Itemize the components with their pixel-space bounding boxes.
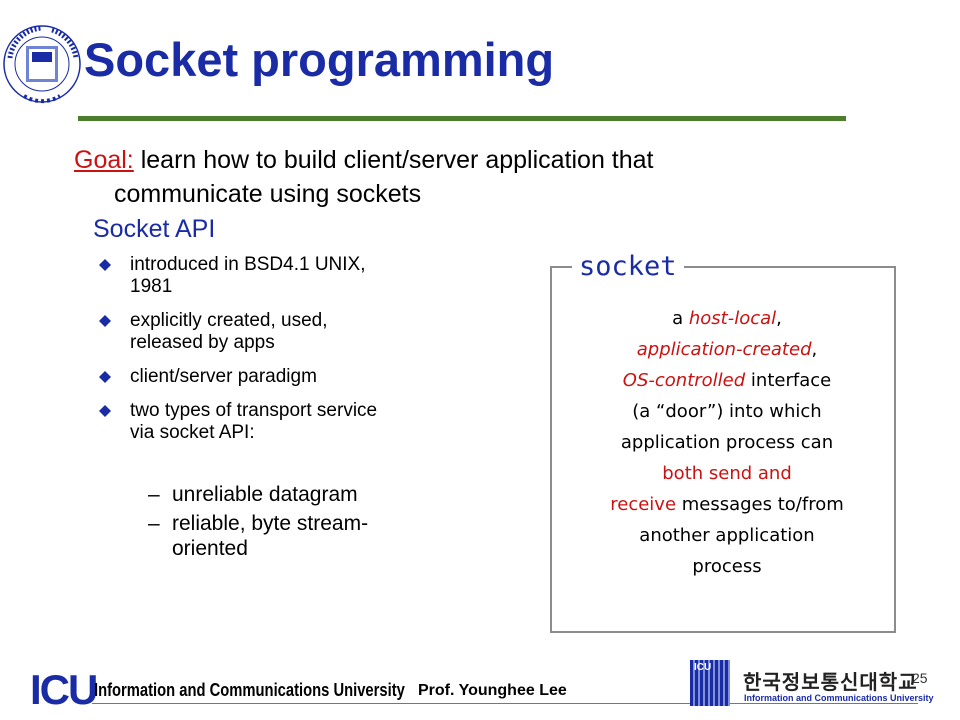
professor-name: Prof. Younghee Lee [418, 682, 567, 699]
icu-emblem-icon: ICU [690, 660, 730, 706]
footer-divider [92, 703, 918, 704]
definition-line: (a “door”) into which [632, 401, 822, 422]
definition-line: application process can [620, 432, 834, 453]
definition-fragment: interface [745, 370, 832, 391]
goal-paragraph: Goal: learn how to build client/server a… [74, 143, 854, 211]
bullet-text: 1981 [130, 276, 173, 297]
definition-line: application-created, [552, 334, 902, 365]
definition-line: OS-controlled interface [552, 365, 902, 396]
bullet-item: client/server paradigm [96, 366, 496, 388]
definition-line: a host-local, [552, 303, 902, 334]
sub-bullet-text: oriented [172, 537, 248, 560]
definition-fragment: messages to/from [676, 494, 844, 515]
bullet-text: client/server paradigm [130, 366, 317, 387]
diamond-bullet-icon [98, 404, 112, 418]
sub-bullet-item: – reliable, byte stream- oriented [148, 511, 468, 561]
bullet-text: explicitly created, used, [130, 310, 328, 331]
definition-highlight: host-local [688, 308, 777, 329]
definition-highlight: application-created [636, 339, 812, 360]
dash-marker: – [148, 483, 160, 506]
bullet-item: explicitly created, used, released by ap… [96, 310, 496, 354]
bullet-item: two types of transport service via socke… [96, 400, 496, 444]
dash-marker: – [148, 512, 160, 535]
sub-bullet-text: reliable, byte stream- [172, 512, 369, 535]
sub-bullet-item: – unreliable datagram [148, 482, 468, 507]
definition-fragment: a [672, 308, 689, 329]
definition-fragment: , [776, 308, 782, 329]
bullet-text: via socket API: [130, 422, 255, 443]
definition-highlight: OS-controlled [622, 370, 746, 391]
definition-line: receive messages to/from [552, 489, 902, 520]
goal-text-line-1: learn how to build client/server applica… [133, 146, 654, 174]
diamond-bullet-icon [98, 370, 112, 384]
sub-bullet-text: unreliable datagram [172, 483, 358, 506]
university-seal-logo [3, 25, 81, 104]
slide-title: Socket programming [84, 33, 555, 86]
goal-text-line-2: communicate using sockets [114, 180, 422, 208]
icu-logo: ICU [30, 666, 98, 713]
socket-box-legend: socket [572, 248, 684, 286]
definition-line: another application [639, 525, 815, 546]
socket-definition-box [550, 266, 896, 633]
right-logo: ICU [690, 660, 926, 708]
definition-fragment: , [811, 339, 818, 360]
korean-logo-subtitle: Information and Communications Universit… [744, 693, 934, 703]
bullet-text: released by apps [130, 332, 275, 353]
title-divider [78, 116, 846, 121]
bullet-text: two types of transport service [130, 400, 378, 421]
diamond-bullet-icon [98, 314, 112, 328]
icu-emblem-text: ICU [694, 662, 712, 673]
korean-university-name: 한국정보통신대학교 [743, 670, 918, 694]
socket-api-heading: Socket API [93, 215, 216, 243]
goal-label: Goal: [74, 146, 134, 174]
diamond-bullet-icon [98, 258, 112, 272]
bullet-item: introduced in BSD4.1 UNIX, 1981 [96, 254, 496, 298]
definition-line: both send and [662, 463, 792, 484]
sub-bullet-list: – unreliable datagram – reliable, byte s… [148, 482, 468, 565]
definition-highlight: receive [610, 494, 677, 515]
bullet-text: introduced in BSD4.1 UNIX, [130, 254, 366, 275]
definition-line: process [692, 556, 762, 577]
socket-definition-text: a host-local, application-created, OS-co… [552, 303, 902, 582]
university-name: Information and Communications Universit… [94, 680, 405, 700]
page-number: 25 [912, 670, 928, 686]
bullet-list: introduced in BSD4.1 UNIX, 1981 explicit… [96, 254, 496, 456]
